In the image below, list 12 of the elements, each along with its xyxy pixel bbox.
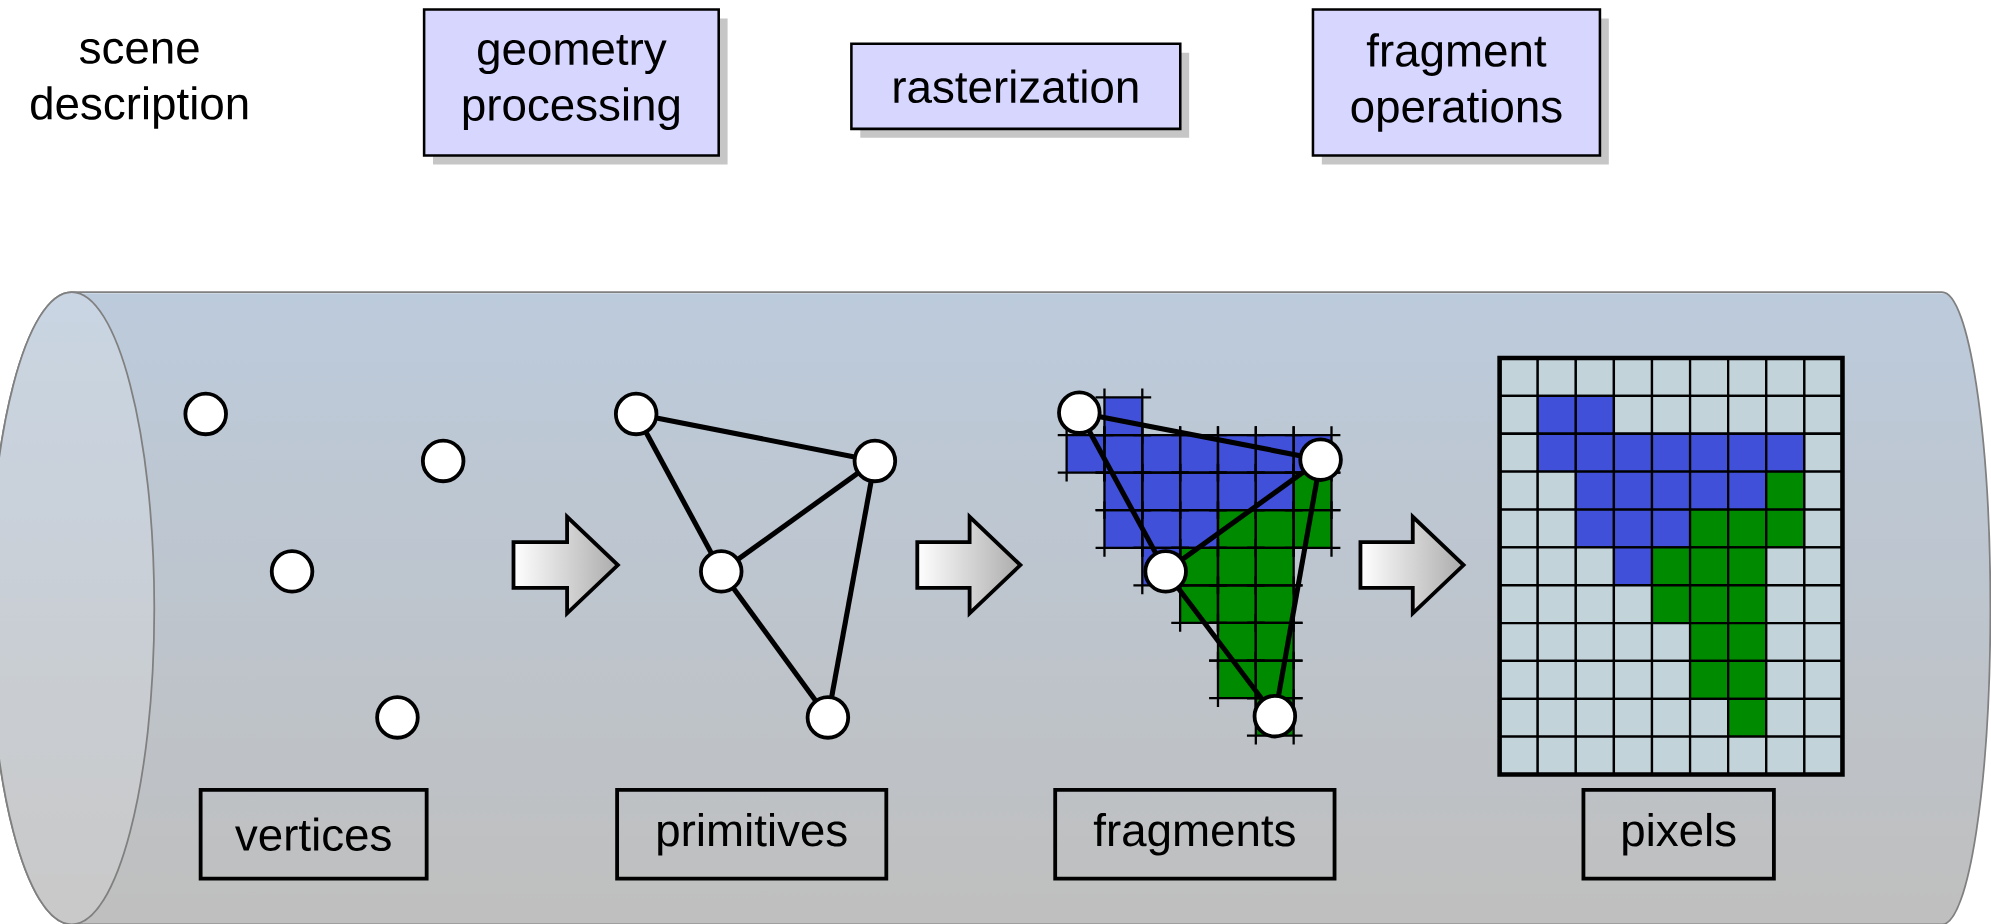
triangles-drawing <box>613 391 898 740</box>
stage-label-box: vertices <box>198 787 429 881</box>
process-box: fragment operations <box>1311 8 1609 165</box>
stage-label-box: primitives <box>615 787 889 881</box>
fragments-drawing <box>1056 387 1343 746</box>
stage-label: scene description <box>31 38 248 129</box>
stage-label-box: pixels <box>1581 787 1776 881</box>
process-box: rasterization <box>850 42 1190 138</box>
stage-label-box: fragments <box>1053 787 1337 881</box>
pixel-grid-drawing <box>1497 355 1845 777</box>
process-box: geometry processing <box>422 8 728 165</box>
vertices-drawing <box>183 391 466 740</box>
